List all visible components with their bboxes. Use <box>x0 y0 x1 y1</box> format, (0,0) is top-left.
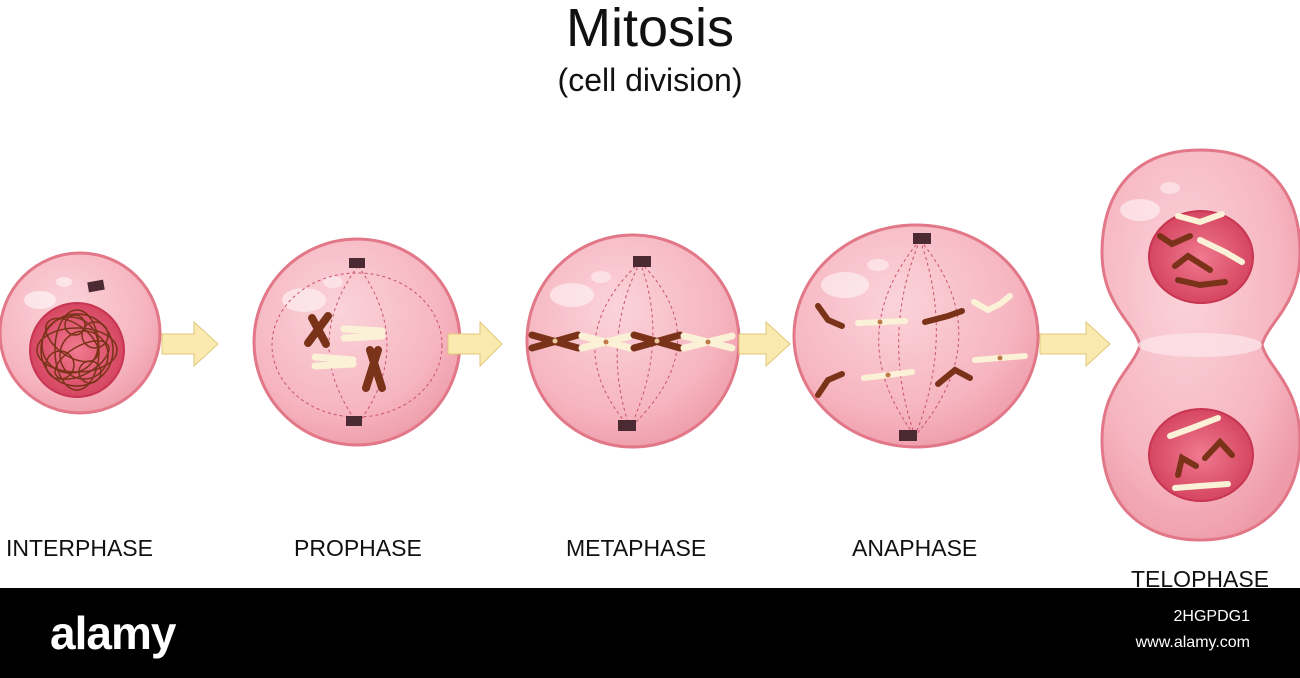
chromatin-tangle <box>36 309 118 391</box>
metaphase-cell <box>525 233 741 449</box>
stage-label-metaphase: METAPHASE <box>566 535 707 561</box>
telophase-cell <box>1100 148 1300 542</box>
centrosome-bottom <box>618 420 636 431</box>
anaphase-cell <box>792 223 1040 449</box>
centrosome-top <box>633 256 651 267</box>
watermark-footer: alamy 2HGPDG1 www.alamy.com <box>0 588 1300 678</box>
mitosis-diagram <box>0 148 1300 542</box>
diagram-subtitle: (cell division) <box>557 62 743 98</box>
centrosome <box>87 279 105 293</box>
arrow-4 <box>1039 320 1111 368</box>
stage-label-interphase: INTERPHASE <box>6 535 153 561</box>
centrosome-bottom <box>346 416 362 426</box>
brand-logo: alamy <box>50 607 176 659</box>
prophase-cell <box>252 237 462 447</box>
interphase-cell <box>0 251 162 415</box>
centrosome-top <box>349 258 365 268</box>
image-id: 2HGPDG1 <box>1173 608 1250 625</box>
site-url: www.alamy.com <box>1135 634 1250 651</box>
anaphase-chromosomes <box>815 293 1028 398</box>
telophase-nucleus-bottom <box>1148 408 1254 502</box>
centrosome-bottom <box>899 430 917 441</box>
stage-label-telophase: TELOPHASE <box>1131 566 1270 592</box>
arrow-2 <box>447 320 503 368</box>
arrow-3 <box>738 320 791 368</box>
stage-label-prophase: PROPHASE <box>294 535 422 561</box>
diagram-title: Mitosis <box>565 0 734 58</box>
interphase-nucleus <box>29 302 125 398</box>
metaphase-chromosomes <box>528 331 736 352</box>
arrow-1 <box>161 320 219 368</box>
stage-label-anaphase: ANAPHASE <box>852 535 978 561</box>
anaphase-spindle <box>878 239 960 437</box>
centrosome-top <box>913 233 931 244</box>
prophase-chromosomes <box>304 312 386 392</box>
telophase-nucleus-top <box>1148 210 1254 304</box>
